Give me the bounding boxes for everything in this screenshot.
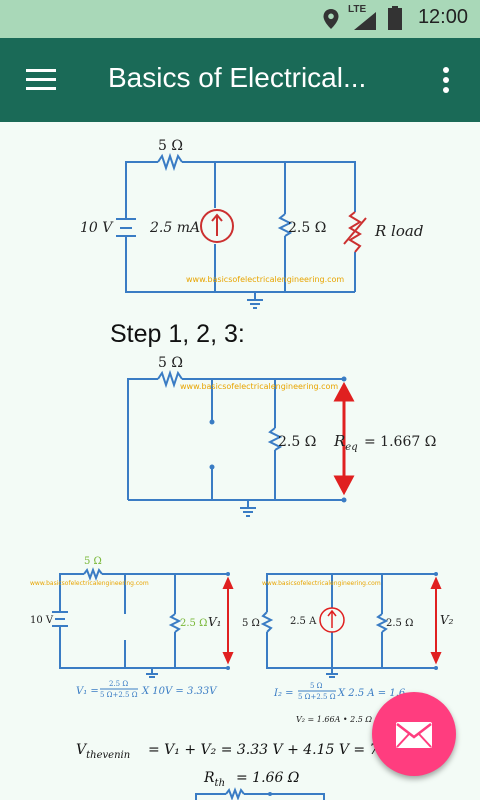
c4-frac-num: 5 Ω [310,682,323,690]
circuit-diagram-req: 5 Ω 2.5 Ω Req = 1.667 Ω www.basicsofelec… [127,355,436,517]
c3-v-label: V₁ [208,615,221,629]
mail-icon [396,722,432,748]
c4-formula-lhs: I₂ = [273,688,294,699]
c1-r-mid-label: 2.5 Ω [288,220,326,236]
c3-r-top-label: 5 Ω [84,556,102,567]
c1-r-load-label: R load [374,222,423,240]
circuit-diagram-original: 5 Ω 10 V 2.5 mA 2.5 Ω R load www.basicso… [80,138,423,309]
c2-r-top-label: 5 Ω [158,355,183,371]
c3-source-v-label: 10 V [30,615,54,626]
c2-req-label: Req [333,432,358,453]
email-fab-button[interactable] [372,692,456,776]
app-bar: Basics of Electrical... [0,38,480,122]
location-icon [323,9,339,29]
c4-formula2: V₂ = 1.66A • 2.5 Ω [296,715,372,724]
status-bar: LTE 12:00 [0,0,480,38]
c2-req-value: = 1.667 Ω [364,434,436,450]
rth-rest: = 1.66 Ω [236,770,300,786]
c1-r-top-label: 5 Ω [158,138,183,154]
c4-source-i-label: 2.5 A [290,616,317,627]
battery-icon [388,6,402,30]
c3-watermark: www.basicsofelectricalengineering.com [30,580,149,587]
page-title: Basics of Electrical... [108,62,367,93]
overflow-menu-icon[interactable] [440,66,452,94]
thevenin-voltage-equation: Vthevenin = V₁ + V₂ = 3.33 V + 4.15 V = … [76,742,401,761]
article-content[interactable]: 5 Ω 10 V 2.5 mA 2.5 Ω R load www.basicso… [0,122,480,800]
menu-icon[interactable] [26,69,56,91]
c4-frac-den: 5 Ω+2.5 Ω [298,693,336,701]
vth-label: Vthevenin [76,742,130,761]
c3-frac-num: 2.5 Ω [109,680,128,688]
c3-formula-lhs: V₁ = [76,686,99,697]
c3-frac-den: 5 Ω+2.5 Ω [100,691,138,699]
thevenin-resistance-equation: Rth = 1.66 Ω [195,770,325,800]
c3-r-mid-label: 2.5 Ω [180,618,207,629]
network-type: LTE [348,4,367,15]
clock: 12:00 [417,6,468,28]
step-heading: Step 1, 2, 3: [110,320,245,348]
vth-rest: = V₁ + V₂ = 3.33 V + 4.15 V = 7.48 [148,742,401,758]
signal-icon [354,12,376,30]
c1-watermark: www.basicsofelectricalengineering.com [186,275,344,284]
c4-r-mid-label: 2.5 Ω [386,618,413,629]
c4-r-left-label: 5 Ω [242,618,260,629]
c4-watermark: www.basicsofelectricalengineering.com [262,580,381,587]
c4-v-label: V₂ [440,613,454,627]
circuit-diagram-v2: 5 Ω 2.5 A 2.5 Ω V₂ www.basicsofelectrica… [242,572,454,724]
c2-watermark: www.basicsofelectricalengineering.com [180,382,338,391]
c1-source-v-label: 10 V [80,220,114,236]
c4-formula-rhs: X 2.5 A = 1.6 [337,688,406,699]
c2-r-mid-label: 2.5 Ω [278,434,316,450]
c1-source-i-label: 2.5 mA [149,220,200,236]
circuit-diagram-v1: 5 Ω 10 V 2.5 Ω V₁ www.basicsofelectrical… [30,556,234,699]
rth-label: Rth [203,770,225,789]
c3-formula-rhs: X 10V = 3.33V [141,686,218,697]
